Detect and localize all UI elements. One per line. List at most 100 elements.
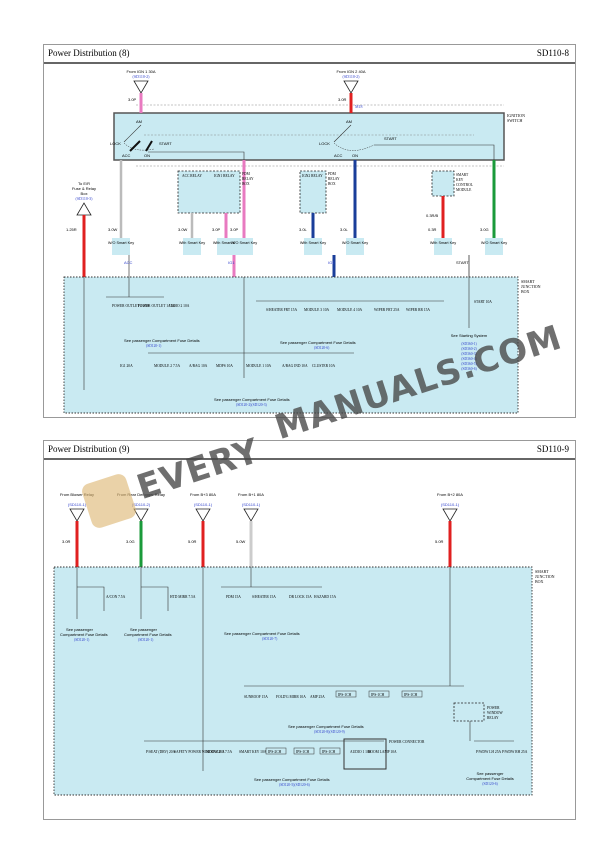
svg-text:SMART: SMART xyxy=(535,569,549,574)
page-title: Power Distribution (8) xyxy=(48,48,130,58)
svg-text:JUNCTION: JUNCTION xyxy=(521,284,541,289)
svg-text:MODULE 3 10A: MODULE 3 10A xyxy=(304,308,330,312)
svg-text:From IGN 1 30A: From IGN 1 30A xyxy=(126,69,155,74)
svg-text:With Smart Key: With Smart Key xyxy=(300,241,326,245)
svg-text:MODULE: MODULE xyxy=(456,188,472,192)
svg-text:(SD360-4): (SD360-4) xyxy=(461,357,477,361)
svg-text:Compartment Fuse Details: Compartment Fuse Details xyxy=(60,632,108,637)
svg-text:(SD120-6): (SD120-6) xyxy=(482,782,498,786)
svg-text:(SD360-1): (SD360-1) xyxy=(461,342,477,346)
svg-text:SMART KEY 10A: SMART KEY 10A xyxy=(239,750,267,754)
page-title: Power Distribution (9) xyxy=(48,444,130,454)
svg-text:(SD360-3): (SD360-3) xyxy=(461,352,477,356)
svg-text:3.0G: 3.0G xyxy=(480,227,489,232)
svg-text:MDPS 10A: MDPS 10A xyxy=(216,364,233,368)
fuse-group-1: POWER OUTLET 2 25A POWER OUTLET 1 15A AU… xyxy=(112,304,200,348)
diagram-page-1: Power Distribution (8) SD110-8 IGNITION … xyxy=(43,44,576,418)
svg-text:IGN2 RELAY: IGN2 RELAY xyxy=(302,174,323,178)
svg-text:See passenger Compartment Fuse: See passenger Compartment Fuse Details xyxy=(288,724,364,729)
source-triangles: From Blower Relay (SD110-1) 3.0R From Re… xyxy=(60,492,463,567)
svg-text:(SD360-2): (SD360-2) xyxy=(461,347,477,351)
svg-text:A/BAG IND 10A: A/BAG IND 10A xyxy=(282,364,308,368)
svg-text:IG1 20A: IG1 20A xyxy=(120,364,133,368)
svg-text:POWER CONNECTOR: POWER CONNECTOR xyxy=(389,740,425,744)
svg-text:ON: ON xyxy=(144,153,150,158)
svg-text:3.0G: 3.0G xyxy=(126,539,135,544)
svg-text:See passenger Compartment Fuse: See passenger Compartment Fuse Details xyxy=(280,340,356,345)
svg-text:From Blower Relay: From Blower Relay xyxy=(60,492,94,497)
svg-text:Compartment Fuse Details: Compartment Fuse Details xyxy=(124,632,172,637)
svg-text:0.3R: 0.3R xyxy=(428,227,437,232)
svg-text:AM: AM xyxy=(346,119,352,124)
svg-text:ACC: ACC xyxy=(124,260,133,265)
svg-text:1.25R: 1.25R xyxy=(66,227,77,232)
smart-key-tags: W/O Smart Key With Smart Key With Smart … xyxy=(108,238,507,255)
svg-text:POWER: POWER xyxy=(487,706,500,710)
svg-text:(SD120-1): (SD120-1) xyxy=(74,638,90,642)
svg-text:(SD110-3): (SD110-3) xyxy=(76,196,94,201)
svg-text:S/HEATER FRT 15A: S/HEATER FRT 15A xyxy=(266,308,297,312)
svg-text:PDM: PDM xyxy=(242,172,251,176)
svg-text:HTD MIRR 7.5A: HTD MIRR 7.5A xyxy=(170,595,196,599)
fuse-group-p9: A/CON 7.5A See passenger Compartment Fus… xyxy=(60,595,528,787)
svg-text:(SD110-2): (SD110-2) xyxy=(133,74,151,79)
power-window-relay xyxy=(453,702,485,722)
svg-text:ACC: ACC xyxy=(122,153,131,158)
svg-text:IPS-1CH: IPS-1CH xyxy=(404,693,418,697)
svg-text:(SD120-1): (SD120-1) xyxy=(146,344,162,348)
svg-text:LOCK: LOCK xyxy=(110,141,121,146)
svg-text:SUNROOF 15A: SUNROOF 15A xyxy=(244,695,268,699)
svg-text:CONTROL: CONTROL xyxy=(456,183,473,187)
svg-text:From Rear Defogger Relay: From Rear Defogger Relay xyxy=(117,492,165,497)
pdm-relay-box-1 xyxy=(177,170,241,214)
svg-text:PDM 15A: PDM 15A xyxy=(226,595,241,599)
svg-text:AUDIO 2 10A: AUDIO 2 10A xyxy=(168,304,190,308)
page-code: SD110-8 xyxy=(536,48,569,58)
svg-text:LOCK: LOCK xyxy=(319,141,330,146)
svg-text:MODULE 1 10A: MODULE 1 10A xyxy=(246,364,272,368)
svg-text:See passenger: See passenger xyxy=(66,627,94,632)
wiring-diagram-8: IGNITION SWITCH AM LOCK START ACC ON AM … xyxy=(63,69,541,414)
svg-text:SMART: SMART xyxy=(521,279,535,284)
svg-text:3.0R: 3.0R xyxy=(62,539,71,544)
svg-text:3.0P: 3.0P xyxy=(128,97,137,102)
svg-text:IPS-1CH: IPS-1CH xyxy=(296,750,310,754)
svg-text:IG1: IG1 xyxy=(228,260,235,265)
svg-text:BOX: BOX xyxy=(242,182,250,186)
svg-text:DR LOCK 15A: DR LOCK 15A xyxy=(289,595,312,599)
svg-text:W/O Smart Key: W/O Smart Key xyxy=(342,241,368,245)
svg-text:(SD120-6): (SD120-6) xyxy=(314,346,330,350)
svg-text:W/O Smart Key: W/O Smart Key xyxy=(481,241,507,245)
svg-text:Fuse & Relay: Fuse & Relay xyxy=(72,186,96,191)
svg-text:HAZARD 15A: HAZARD 15A xyxy=(314,595,336,599)
svg-text:5.0R: 5.0R xyxy=(188,539,197,544)
svg-text:P/SEAT (DRV) 20A: P/SEAT (DRV) 20A xyxy=(146,750,176,754)
svg-text:(SD120-7): (SD120-7) xyxy=(262,637,278,641)
source-ign2: From IGN 2 40A (SD110-2) 3.0R M18 xyxy=(336,69,366,113)
svg-text:IPS-1CH: IPS-1CH xyxy=(338,693,352,697)
svg-text:(SD120-8)(SD120-9): (SD120-8)(SD120-9) xyxy=(314,730,346,734)
svg-text:WIPER FRT 25A: WIPER FRT 25A xyxy=(374,308,400,312)
svg-text:5.0W: 5.0W xyxy=(236,539,246,544)
svg-text:JUNCTION: JUNCTION xyxy=(535,574,555,579)
svg-text:START: START xyxy=(384,136,397,141)
svg-text:(SD110-1): (SD110-1) xyxy=(242,502,261,507)
svg-text:(SD110-2): (SD110-2) xyxy=(343,74,361,79)
svg-text:SMART: SMART xyxy=(456,173,469,177)
svg-text:AUDIO 1 10A: AUDIO 1 10A xyxy=(350,750,372,754)
svg-text:BOX: BOX xyxy=(328,182,336,186)
svg-text:5.0R: 5.0R xyxy=(435,539,444,544)
smart-junction-box xyxy=(63,276,519,414)
svg-text:RELAY: RELAY xyxy=(242,177,254,181)
svg-text:A/CON 7.5A: A/CON 7.5A xyxy=(106,595,126,599)
svg-text:ACC: ACC xyxy=(334,153,343,158)
svg-text:IPS-1CH: IPS-1CH xyxy=(322,750,336,754)
svg-text:CLUSTER 10A: CLUSTER 10A xyxy=(312,364,335,368)
svg-text:(SD360-5): (SD360-5) xyxy=(461,362,477,366)
svg-text:SAFETY POWER WINDOW 20A: SAFETY POWER WINDOW 20A xyxy=(174,750,225,754)
svg-text:RELAY: RELAY xyxy=(487,716,499,720)
svg-text:(SD120-1): (SD120-1) xyxy=(138,638,154,642)
svg-text:START: START xyxy=(159,141,172,146)
svg-text:Compartment Fuse Details: Compartment Fuse Details xyxy=(466,776,514,781)
svg-text:From IGN 2 40A: From IGN 2 40A xyxy=(336,69,365,74)
